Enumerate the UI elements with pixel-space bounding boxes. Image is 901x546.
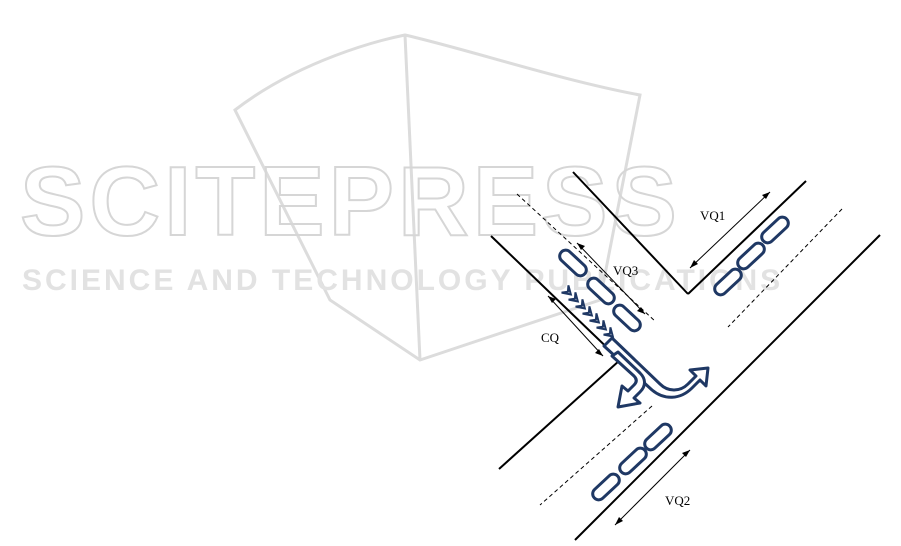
publisher-watermark: SCITEPRESS SCIENCE AND TECHNOLOGY PUBLIC… [20, 35, 783, 360]
cq-label: CQ [541, 330, 560, 345]
vehicle [759, 215, 791, 246]
main-road-lower-left-edge [499, 360, 620, 469]
vq2-label: VQ2 [665, 493, 690, 508]
vehicle [642, 422, 674, 453]
turning-movement-arrows [604, 338, 708, 407]
vq2-arrowhead-top [682, 450, 690, 457]
cq-arrowhead-bottom [595, 349, 603, 356]
cq-dimension-line [548, 296, 603, 356]
vq2-vehicle-queue [590, 422, 674, 503]
vq3-label: VQ3 [613, 263, 638, 278]
vq1-label: VQ1 [700, 208, 725, 223]
left-turn-arrow [612, 352, 645, 407]
vq3-arrowhead-bottom [637, 307, 645, 314]
watermark-subtitle: SCIENCE AND TECHNOLOGY PUBLICATIONS [22, 264, 783, 297]
watermark-title: SCITEPRESS [20, 146, 681, 256]
right-turn-arrow [604, 338, 708, 397]
